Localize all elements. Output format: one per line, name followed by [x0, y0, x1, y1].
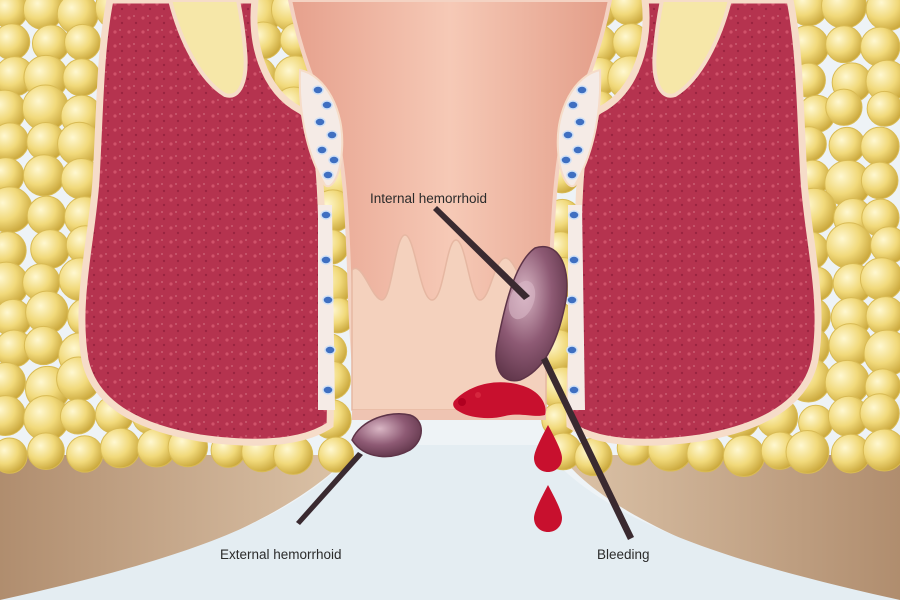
blood-drop-icon: [534, 485, 562, 532]
blood-spot: [458, 398, 466, 406]
vein-dot: [322, 385, 334, 395]
fat-globule-icon: [860, 126, 900, 167]
fat-globule-icon: [318, 436, 355, 473]
fat-globule-icon: [785, 429, 830, 474]
fat-globule-icon: [30, 229, 70, 269]
vein-dot: [320, 210, 332, 220]
vein-dot: [324, 345, 336, 355]
fat-globule-icon: [22, 154, 66, 197]
fat-inlet-left: [167, 0, 248, 98]
fat-globule-icon: [825, 88, 863, 126]
vein-dot: [322, 295, 334, 305]
pointer-internal: [433, 206, 530, 300]
vein-dot: [568, 210, 580, 220]
blood-pool: [453, 382, 546, 419]
fat-globule-icon: [722, 434, 766, 477]
skin-left: [0, 455, 350, 600]
pointer-bleeding: [541, 357, 634, 540]
fat-globule-icon: [64, 23, 101, 61]
vein-dots: [312, 85, 588, 395]
vein-dot: [312, 85, 324, 95]
fat-globule-icon: [23, 325, 64, 366]
label-external-hemorrhoid: External hemorrhoid: [220, 547, 342, 562]
vein-dot: [322, 170, 334, 180]
vein-dot: [572, 145, 584, 155]
fat-globule-icon: [825, 222, 873, 269]
label-internal-hemorrhoid: Internal hemorrhoid: [370, 191, 487, 206]
vein-dot: [568, 255, 580, 265]
vein-dot: [328, 155, 340, 165]
fat-globule-icon: [859, 257, 900, 301]
internal-hemorrhoid: [495, 245, 568, 382]
external-hemorrhoid: [351, 413, 422, 458]
vein-dot: [566, 295, 578, 305]
blood-drop-icon: [534, 425, 562, 472]
vein-dot: [314, 117, 326, 127]
vein-dot: [562, 130, 574, 140]
fat-globule-icon: [59, 398, 96, 435]
fat-globule-icon: [27, 432, 65, 471]
fat-globule-icon: [66, 435, 104, 473]
pointer-external: [296, 452, 363, 525]
fat-globule-icon: [860, 26, 900, 67]
vein-dot: [566, 345, 578, 355]
fat-globule-icon: [866, 90, 900, 127]
fat-globule-icon: [0, 23, 31, 61]
fat-globule-icon: [862, 428, 900, 472]
fat-inlet-right: [652, 0, 733, 98]
vein-dot: [566, 170, 578, 180]
blood-spot: [475, 392, 481, 398]
fat-globule-icon: [828, 126, 866, 164]
fat-globule-icon: [859, 393, 900, 434]
fat-globule-icon: [825, 25, 863, 64]
label-bleeding: Bleeding: [597, 547, 650, 562]
perianal-surface: [0, 445, 900, 600]
vein-dot: [560, 155, 572, 165]
fat-globule-icon: [860, 161, 899, 200]
vein-dot: [320, 255, 332, 265]
vein-dot: [326, 130, 338, 140]
fat-globule-icon: [0, 437, 28, 474]
fat-globule-icon: [62, 58, 101, 97]
vein-dot: [574, 117, 586, 127]
vein-dot: [316, 145, 328, 155]
vein-dot: [567, 100, 579, 110]
vein-dot: [568, 385, 580, 395]
fat-globule-icon: [100, 427, 141, 469]
vein-dot: [576, 85, 588, 95]
fat-globule-icon: [26, 195, 67, 236]
skin-right: [560, 455, 900, 600]
vein-dot: [321, 100, 333, 110]
fat-globule-icon: [865, 296, 900, 336]
